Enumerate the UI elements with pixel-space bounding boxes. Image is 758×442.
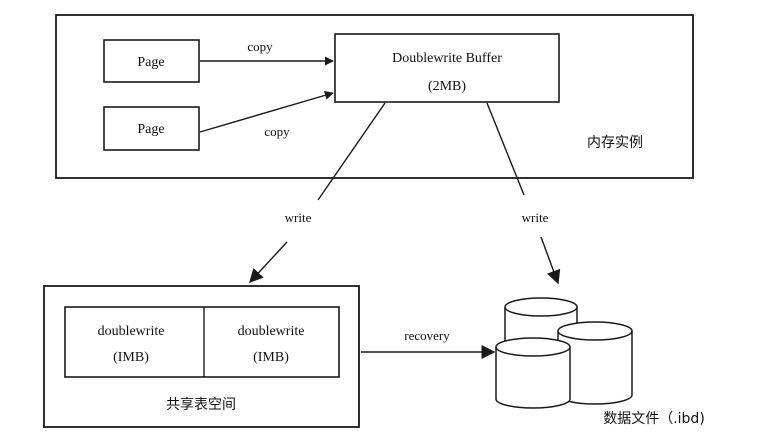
page-box-bottom: [103, 106, 200, 151]
copy-bottom-label: copy: [264, 124, 290, 139]
memory-instance-frame: [55, 14, 694, 179]
recovery-label: recovery: [404, 328, 450, 343]
shared-tablespace-frame: [43, 285, 360, 428]
datafiles-label: 数据文件（.ibd): [603, 411, 705, 427]
page-bottom-label: Page: [137, 122, 164, 137]
write-right-label: write: [522, 210, 549, 225]
copy-top-label: copy: [247, 39, 273, 54]
doublewrite-buffer-title: Doublewrite Buffer: [392, 51, 502, 66]
doublewrite-cell1-size: (IMB): [113, 350, 149, 365]
datafile-cylinder-right: [557, 321, 633, 405]
doublewrite-buffer-size: (2MB): [428, 79, 466, 94]
doublewrite-cell2-size: (IMB): [253, 350, 289, 365]
page-top-label: Page: [137, 55, 164, 70]
page-box-top: [103, 39, 200, 83]
memory-instance-label: 内存实例: [587, 135, 643, 151]
write-right-arrow: [540, 236, 561, 285]
doublewrite-cell2-title: doublewrite: [238, 324, 305, 339]
doublewrite-area: [64, 306, 340, 378]
copy-arrow-bottom: [199, 90, 334, 133]
datafile-cylinder-front: [495, 337, 571, 409]
write-right-line-upper: [486, 102, 525, 196]
shared-tablespace-label: 共享表空间: [166, 396, 236, 413]
write-left-arrow: [249, 241, 288, 284]
doublewrite-cell1-title: doublewrite: [98, 324, 165, 339]
write-left-line-upper: [317, 102, 386, 201]
write-left-label: write: [285, 210, 312, 225]
doublewrite-buffer-box: [334, 33, 560, 103]
